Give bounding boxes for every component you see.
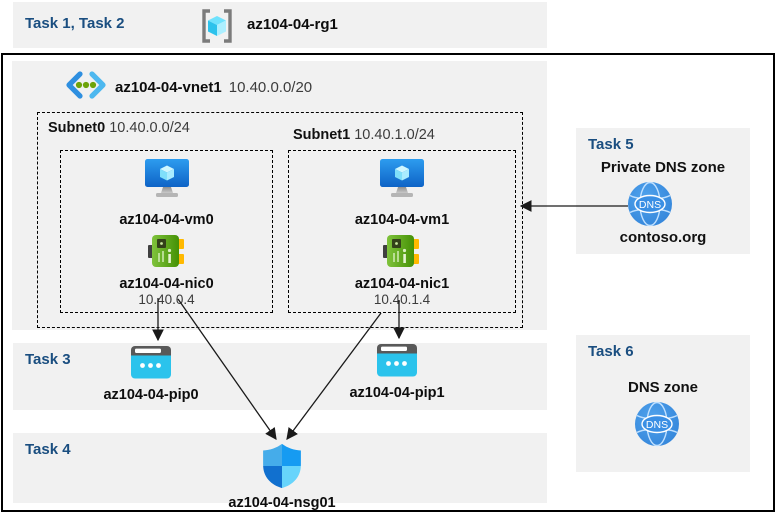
pip0-icon	[131, 346, 171, 384]
private-dns-zone-icon: DNS	[627, 181, 673, 232]
subnet0-name: Subnet0	[48, 120, 106, 136]
subnet1-cidr: 10.40.1.0/24	[354, 127, 435, 143]
task-6-label: Task 6	[588, 343, 634, 360]
task-5-box: Task 5 Private DNS zone DNS contoso.org	[576, 128, 750, 254]
vnet-header: az104-04-vnet1 10.40.0.0/20	[66, 70, 312, 105]
pip1-name: az104-04-pip1	[349, 385, 445, 401]
nic1-icon	[383, 233, 421, 274]
nic0-name: az104-04-nic0	[119, 276, 214, 292]
diagram-frame	[1, 53, 775, 512]
pip0-name: az104-04-pip0	[103, 387, 199, 403]
task-3-band: Task 3 az104-04-pip0 az104-	[13, 343, 547, 410]
vm1-icon	[379, 159, 425, 206]
subnets-outline: Subnet0 10.40.0.0/24 Subnet1 10.40.1.0/2…	[37, 112, 523, 328]
pip1-group: az104-04-pip1	[332, 344, 462, 401]
vnet-icon	[66, 70, 106, 105]
subnet1-name: Subnet1	[293, 127, 351, 143]
subnet0-box: az104-04-vm0 az104-04-nic0 10.40.0.4	[60, 150, 273, 313]
private-dns-zone-title: Private DNS zone	[600, 159, 726, 176]
nic0-icon	[147, 233, 186, 274]
nsg-icon	[259, 443, 305, 494]
nic1-name: az104-04-nic1	[354, 276, 450, 292]
nic0-ip: 10.40.0.4	[138, 292, 195, 307]
dns-zone-title: DNS zone	[627, 379, 698, 396]
pip1-icon	[377, 344, 417, 382]
subnet0-title: Subnet0 10.40.0.0/24	[48, 120, 190, 136]
vm0-icon	[144, 159, 190, 206]
private-dns-zone-name: contoso.org	[619, 229, 707, 246]
pip0-group: az104-04-pip0	[86, 346, 216, 403]
task-3-label: Task 3	[25, 351, 71, 368]
task-4-band: Task 4 az104-04-nsg01	[13, 433, 547, 511]
task-1-2-band: Task 1, Task 2 az104-04-rg1	[13, 2, 547, 48]
subnet0-cidr: 10.40.0.0/24	[109, 120, 190, 136]
resource-group-name: az104-04-rg1	[247, 16, 338, 33]
nsg-name: az104-04-nsg01	[228, 495, 336, 511]
subnet1-title: Subnet1 10.40.1.0/24	[293, 127, 435, 143]
vm0-name: az104-04-vm0	[119, 212, 214, 228]
vnet-name: az104-04-vnet1	[115, 79, 222, 96]
vm1-name: az104-04-vm1	[354, 212, 450, 228]
vnet-cidr: 10.40.0.0/20	[228, 79, 313, 96]
vnet-container: az104-04-vnet1 10.40.0.0/20 Subnet0 10.4…	[12, 61, 547, 330]
task-5-label: Task 5	[588, 136, 634, 153]
dns-icon-text: DNS	[639, 199, 661, 211]
task-6-box: Task 6 DNS zone DNS	[576, 335, 750, 472]
subnet1-box: az104-04-vm1 az104-04-nic1 10.40.1.4	[288, 150, 516, 313]
dns-icon-text: DNS	[646, 419, 668, 431]
nsg-group: az104-04-nsg01	[207, 443, 357, 511]
resource-group-icon	[199, 7, 235, 50]
task-1-2-label: Task 1, Task 2	[25, 15, 125, 32]
dns-zone-icon: DNS	[634, 401, 680, 452]
task-4-label: Task 4	[25, 441, 71, 458]
nic1-ip: 10.40.1.4	[373, 292, 431, 307]
